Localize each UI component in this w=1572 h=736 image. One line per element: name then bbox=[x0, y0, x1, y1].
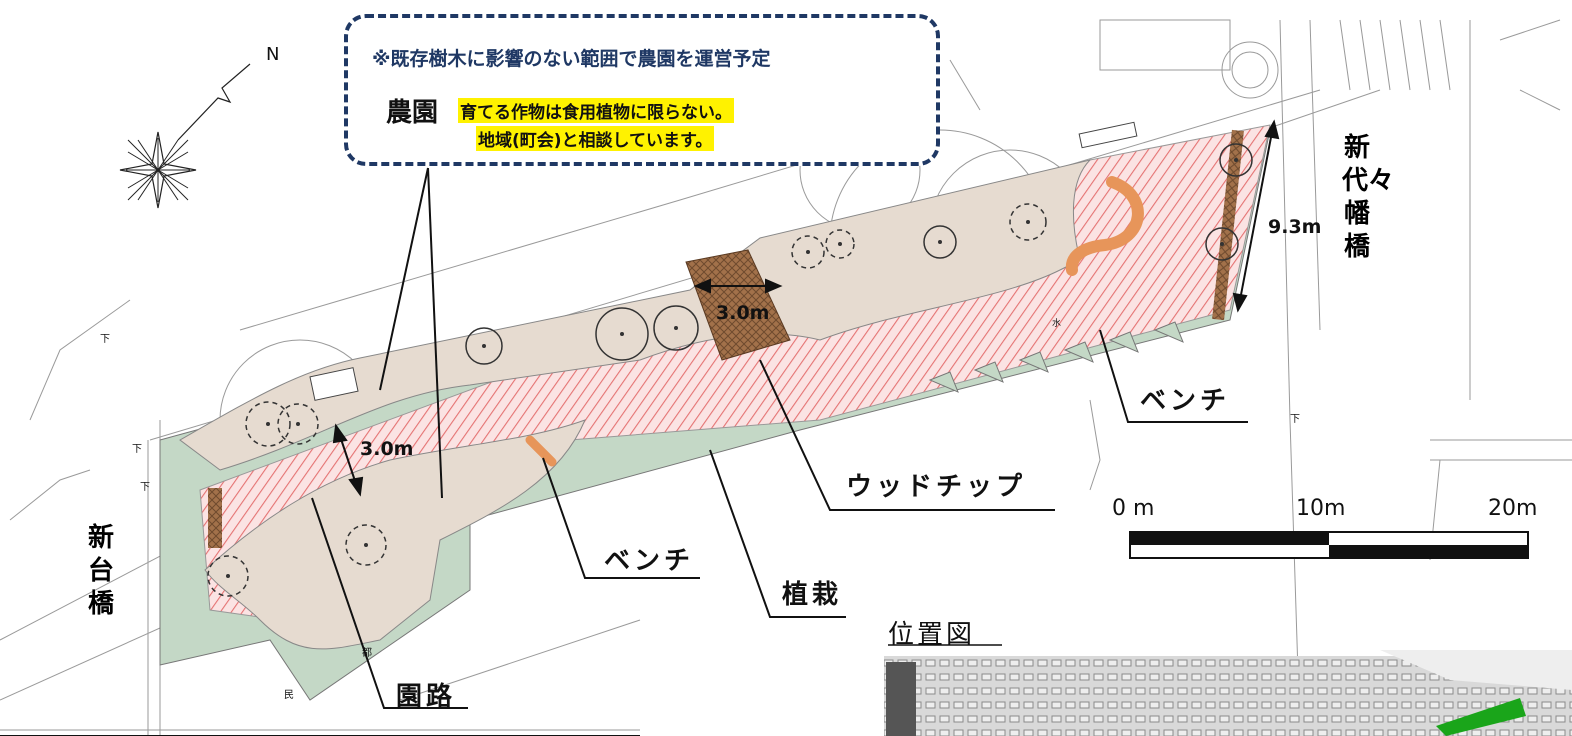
bridge-right-label: 新代々幡橋 bbox=[1342, 133, 1395, 262]
north-label: N bbox=[266, 44, 280, 65]
scale-tick-20: 20m bbox=[1488, 496, 1538, 521]
label-leaders bbox=[0, 329, 1248, 736]
bench-right-shape bbox=[1065, 176, 1144, 276]
scale-tick-10: 10m bbox=[1296, 496, 1346, 521]
map-mark-4: 下 bbox=[1290, 414, 1300, 425]
park-area-upper bbox=[179, 159, 1092, 471]
scale-tick-0: 0 m bbox=[1112, 496, 1155, 521]
new-trees bbox=[465, 143, 1253, 365]
map-mark-1: 下 bbox=[100, 334, 110, 345]
location-map-title: 位置図 bbox=[888, 620, 976, 650]
map-mark-2: 下 bbox=[132, 444, 142, 455]
label-bench-left: ベンチ bbox=[604, 546, 695, 576]
planting-edge-teeth bbox=[928, 321, 1184, 393]
location-marker bbox=[1436, 698, 1526, 736]
scale-bar bbox=[1129, 531, 1529, 559]
existing-trees bbox=[207, 203, 1047, 597]
woodchip-area bbox=[685, 249, 791, 361]
bridge-left-label: 新台橋 bbox=[87, 523, 114, 619]
farm-callout: ※既存樹木に影響のない範囲で農園を運営予定 農園 育てる作物は食用植物に限らない… bbox=[344, 14, 940, 166]
park-area-lower bbox=[204, 419, 586, 650]
map-mark-6: 民 bbox=[284, 690, 294, 701]
label-bench-right: ベンチ bbox=[1140, 386, 1231, 416]
map-mark-7: 水 bbox=[1052, 319, 1062, 329]
compass-rose bbox=[119, 63, 251, 209]
label-garden-path: 園路 bbox=[396, 682, 457, 712]
callout-line-1: 育てる作物は食用植物に限らない。 bbox=[458, 98, 734, 123]
dimension-arrows bbox=[332, 119, 1280, 497]
dimension-path-width-2: 3.0m bbox=[716, 302, 770, 324]
storage-shed bbox=[309, 367, 359, 401]
woodchip-strip-left bbox=[208, 488, 222, 548]
callout-line-2: 地域(町会)と相談しています。 bbox=[476, 126, 715, 151]
woodchip-strip-right bbox=[1212, 129, 1244, 321]
location-map bbox=[884, 644, 1572, 736]
label-woodchip: ウッドチップ bbox=[846, 472, 1027, 502]
callout-note: ※既存樹木に影響のない範囲で農園を運営予定 bbox=[372, 48, 771, 70]
toilet-block bbox=[1078, 121, 1138, 149]
dimension-path-width-1: 3.0m bbox=[360, 438, 414, 460]
map-mark-3: 下 bbox=[140, 482, 150, 493]
callout-leaders bbox=[379, 167, 443, 499]
map-mark-5: 都 bbox=[362, 648, 372, 659]
bench-left-shape bbox=[525, 435, 557, 467]
dimension-width-right: 9.3m bbox=[1268, 216, 1322, 238]
label-planting: 植栽 bbox=[782, 580, 843, 610]
callout-title: 農園 bbox=[386, 98, 439, 128]
tree-centers bbox=[226, 158, 1238, 578]
